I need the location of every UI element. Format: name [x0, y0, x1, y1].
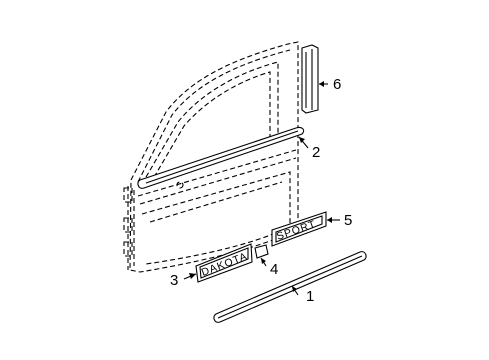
callout-6: 6	[333, 76, 341, 93]
emblem-clip	[254, 244, 269, 259]
dakota-emblem: DAKOTA	[195, 243, 253, 283]
belt-molding	[137, 126, 305, 189]
callout-4: 4	[270, 261, 278, 278]
callout-2: 2	[312, 144, 320, 161]
applique-strip	[301, 44, 319, 114]
callout-1: 1	[306, 288, 314, 305]
sport-emblem: SPORT	[271, 211, 327, 247]
callout-3: 3	[170, 272, 178, 289]
leader-lines	[183, 81, 340, 296]
callout-5: 5	[344, 212, 352, 229]
body-side-molding	[213, 251, 367, 323]
